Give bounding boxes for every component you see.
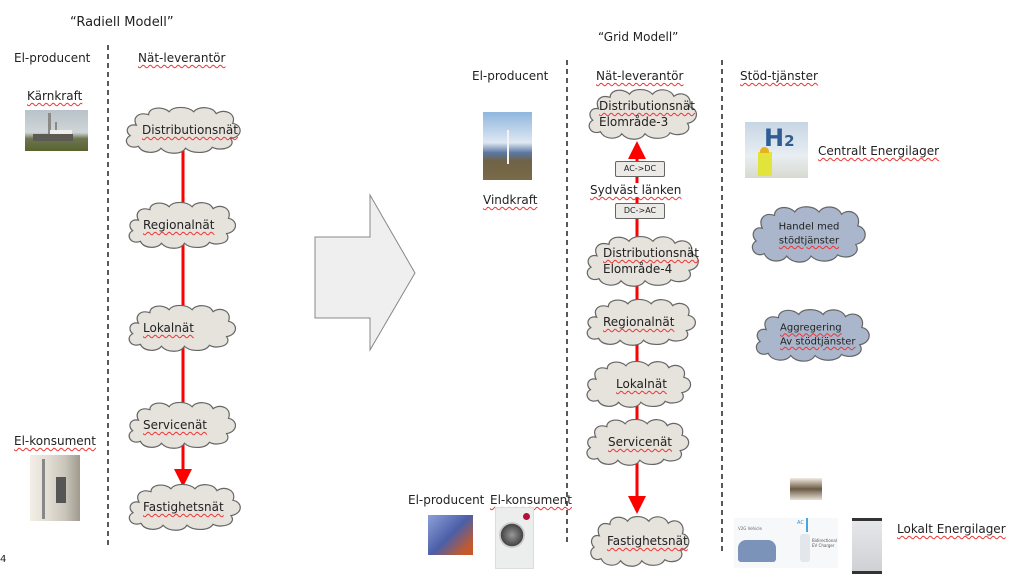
nuclear-plant-image bbox=[25, 110, 88, 151]
hydrogen-storage-image: H2 bbox=[745, 122, 808, 178]
services-header: Stöd-tjänster bbox=[740, 69, 818, 83]
cloud-shape bbox=[129, 202, 235, 248]
household-image bbox=[30, 455, 80, 521]
cloud-shape bbox=[589, 90, 696, 140]
home-battery-image bbox=[790, 478, 822, 500]
grid-producer-header: El-producent bbox=[472, 69, 549, 83]
page-number: 4 bbox=[0, 554, 7, 565]
cloud-shape bbox=[587, 237, 698, 287]
prosumer-producer-label: El-producent bbox=[408, 493, 485, 507]
cloud-lokalnat: Lokalnät bbox=[125, 304, 240, 352]
cloud-shape bbox=[126, 107, 240, 153]
heat-pump-image bbox=[495, 507, 534, 569]
cloud-servicenat-grid: Servicenät bbox=[583, 418, 693, 466]
cloud-shape bbox=[129, 305, 235, 351]
transition-arrow bbox=[314, 193, 416, 352]
radial-supplier-header: Nät-leverantör bbox=[138, 51, 226, 65]
cloud-shape bbox=[756, 310, 869, 362]
cloud-shape bbox=[752, 207, 865, 262]
local-storage-label: Lokalt Energilager bbox=[897, 522, 1006, 536]
cloud-shape bbox=[587, 361, 691, 407]
cloud-shape bbox=[587, 419, 689, 465]
cloud-regionalnat: Regionalnät bbox=[125, 201, 240, 249]
cloud-distributionsnat: Distributionsnät bbox=[122, 106, 245, 154]
radial-title: “Radiell Modell” bbox=[70, 15, 174, 30]
v2g-charger-image: V2G Vehicle AC Bidirectional EV Charger bbox=[734, 518, 838, 568]
cloud-regionalnat-grid: Regionalnät bbox=[583, 298, 700, 346]
cloud-fastighetsnat-grid: Fastighetsnät bbox=[587, 515, 693, 567]
cloud-shape bbox=[129, 402, 235, 448]
consumer-label: El-konsument bbox=[14, 434, 96, 448]
prosumer-consumer-label: El-konsument bbox=[490, 493, 572, 507]
sydvast-link-label: Sydväst länken bbox=[589, 183, 683, 198]
dc-ac-converter: DC->AC bbox=[615, 203, 665, 219]
wind-label: Vindkraft bbox=[483, 193, 538, 207]
cloud-fastighetsnat: Fastighetsnät bbox=[125, 483, 245, 531]
cloud-shape bbox=[129, 484, 240, 530]
solar-panel-image bbox=[428, 515, 473, 555]
cloud-lokalnat-grid: Lokalnät bbox=[583, 360, 695, 408]
cloud-shape bbox=[591, 517, 689, 567]
wind-turbine-image bbox=[483, 112, 532, 180]
cloud-servicenat: Servicenät bbox=[125, 401, 240, 449]
ac-dc-converter: AC->DC bbox=[615, 161, 665, 177]
nuclear-label: Kärnkraft bbox=[27, 89, 83, 103]
cloud-shape bbox=[587, 299, 695, 345]
battery-storage-image bbox=[852, 518, 882, 574]
central-storage-label: Centralt Energilager bbox=[818, 144, 940, 158]
grid-title: “Grid Modell” bbox=[598, 30, 679, 44]
radial-producer-header: El-producent bbox=[14, 51, 91, 65]
grid-supplier-header: Nät-leverantör bbox=[596, 69, 684, 83]
